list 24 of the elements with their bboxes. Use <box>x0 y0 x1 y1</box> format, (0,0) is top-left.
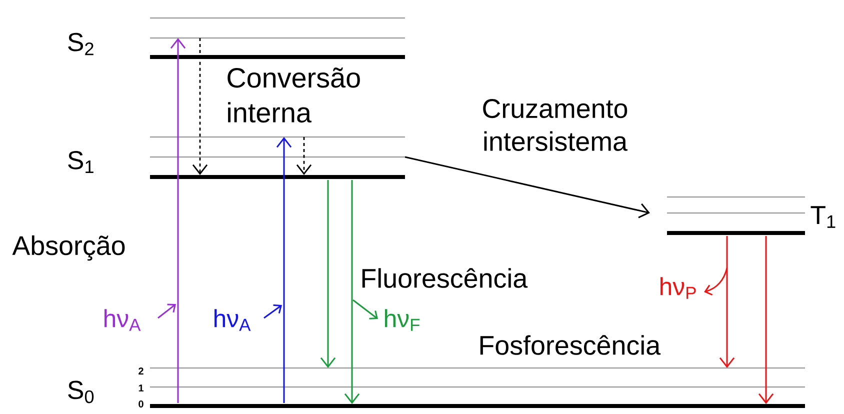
state-label: S$_{0}$ <box>68 380 94 404</box>
edge-label: hν$_{A}$ <box>214 309 251 331</box>
text-label: Fluorescência <box>362 268 528 288</box>
arrow <box>719 236 735 368</box>
edge-label: hν$_{F}$ <box>385 309 420 331</box>
text-label: Conversão interna <box>228 67 360 123</box>
state-label: T$_{1}$ <box>810 206 836 228</box>
text-label: Absorção <box>12 235 125 261</box>
state-label: S$_{1}$ <box>68 150 94 174</box>
arrow <box>320 180 336 368</box>
text-label: Cruzamento intersistema <box>483 99 628 151</box>
text-label: 2 <box>138 368 144 374</box>
arrow <box>192 38 208 175</box>
arrow <box>758 236 774 404</box>
arrow <box>296 137 312 175</box>
arrow <box>276 137 292 403</box>
edge-label: hν$_{P}$ <box>660 277 696 299</box>
arrow <box>404 156 650 218</box>
text-label: 1 <box>138 384 144 392</box>
edge-label: hν$_{A}$ <box>104 309 141 331</box>
arrow <box>344 180 360 404</box>
state-label: S$_{2}$ <box>68 32 94 56</box>
arrow <box>170 38 186 403</box>
text-label: Fosforescência <box>480 335 661 355</box>
